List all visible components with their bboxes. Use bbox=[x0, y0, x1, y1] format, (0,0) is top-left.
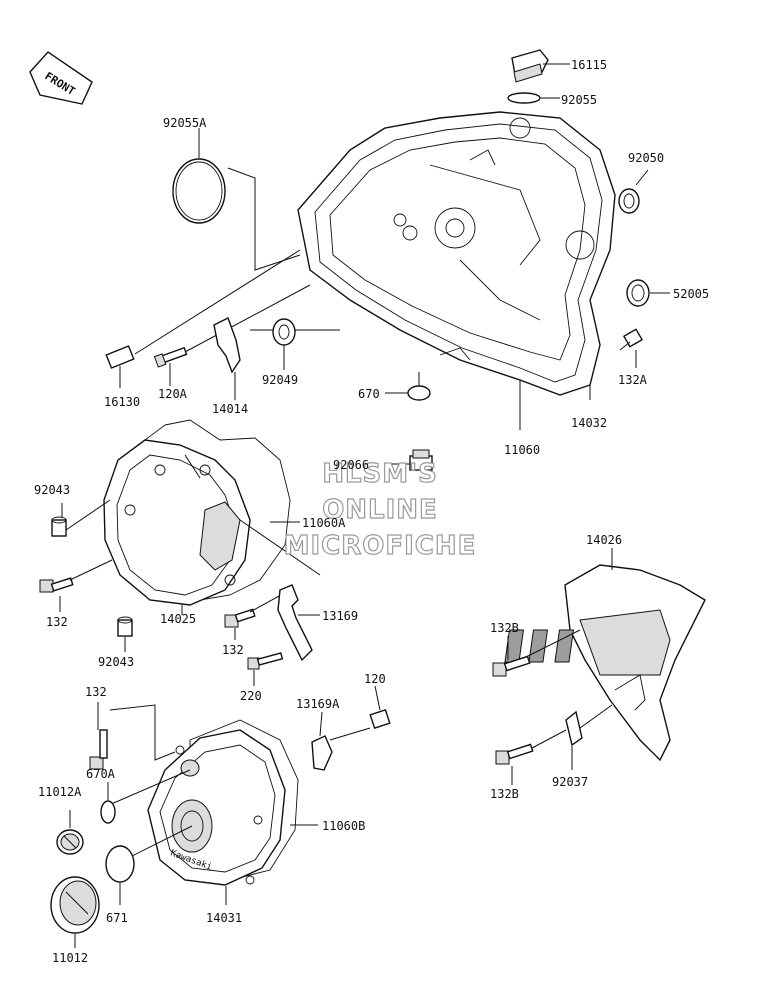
part-label: 11012A bbox=[38, 785, 82, 799]
bolt-132-lower bbox=[89, 702, 176, 770]
oil-seal-92049 bbox=[272, 318, 296, 370]
part-label: 11060B bbox=[322, 819, 365, 833]
part-label: 120 bbox=[364, 672, 386, 686]
bolt-132B-bottom bbox=[495, 729, 567, 785]
bracket-13169A bbox=[311, 711, 333, 771]
part-label: 132 bbox=[222, 643, 244, 657]
dowel-92043-top bbox=[51, 499, 111, 537]
part-label: 670 bbox=[358, 387, 380, 401]
o-ring-92055A bbox=[172, 158, 226, 224]
part-label: 120A bbox=[158, 387, 188, 401]
part-label: 220 bbox=[240, 689, 262, 703]
cap-11012 bbox=[50, 876, 100, 948]
guide-13169 bbox=[277, 584, 320, 662]
part-label: 14025 bbox=[160, 612, 196, 626]
crankcase-cover-14032 bbox=[297, 111, 616, 430]
part-label: 14026 bbox=[586, 533, 622, 547]
part-label: 671 bbox=[106, 911, 128, 925]
front-direction-badge: FRONT bbox=[29, 51, 93, 105]
plug-16130 bbox=[105, 345, 135, 388]
part-label: 14032 bbox=[571, 416, 607, 430]
part-label: 132 bbox=[46, 615, 68, 629]
part-label: 16130 bbox=[104, 395, 140, 409]
dowel-92043-bottom bbox=[117, 616, 133, 652]
part-label: 14031 bbox=[206, 911, 242, 925]
generator-cover-14031: Kawasaki bbox=[147, 719, 318, 905]
plate-14014 bbox=[213, 317, 241, 400]
watermark-line3: MICROFICHE bbox=[284, 531, 477, 561]
watermark-line2: ONLINE bbox=[322, 495, 438, 525]
bolt-132-left bbox=[39, 559, 113, 612]
bolt-220 bbox=[247, 652, 284, 686]
watermark-line1: HLSM'S bbox=[322, 459, 438, 489]
part-label: 92055 bbox=[561, 93, 597, 107]
part-label: 13169A bbox=[296, 697, 340, 711]
part-label: 92055A bbox=[163, 116, 207, 130]
part-label: 92043 bbox=[34, 483, 70, 497]
part-label: 13169 bbox=[322, 609, 358, 623]
o-ring-671 bbox=[105, 845, 135, 883]
part-label: 11060 bbox=[504, 443, 540, 457]
part-label: 132B bbox=[490, 621, 519, 635]
watermark: HLSM'S ONLINE MICROFICHE bbox=[283, 458, 477, 561]
o-ring-670 bbox=[407, 385, 431, 401]
oil-filler-cap bbox=[511, 49, 570, 83]
bolt-132A bbox=[619, 328, 644, 368]
part-label: 11012 bbox=[52, 951, 88, 965]
bolt-120 bbox=[329, 685, 391, 741]
part-labels: 16115 92055 92055A 92050 52005 132A 1613… bbox=[34, 58, 709, 965]
part-label: 132A bbox=[618, 373, 648, 387]
oil-seal-92050 bbox=[618, 169, 649, 214]
clip-92037 bbox=[565, 704, 613, 770]
cap-11012A bbox=[56, 810, 84, 855]
bolt-120A bbox=[153, 346, 188, 386]
part-label: 16115 bbox=[571, 58, 607, 72]
part-label: 92037 bbox=[552, 775, 588, 789]
bolt-132-mid bbox=[224, 589, 291, 640]
bolt-132B-top bbox=[492, 636, 531, 677]
o-ring-92055 bbox=[507, 92, 541, 104]
oil-seal-52005 bbox=[626, 279, 670, 307]
part-label: 132 bbox=[85, 685, 107, 699]
part-label: 92049 bbox=[262, 373, 298, 387]
chain-cover-14026 bbox=[504, 548, 706, 762]
part-label: 132B bbox=[490, 787, 519, 801]
part-label: 14014 bbox=[212, 402, 248, 416]
clutch-cover-14025 bbox=[103, 419, 300, 615]
part-label: 92066 bbox=[333, 458, 369, 472]
part-label: 92050 bbox=[628, 151, 664, 165]
part-label: 11060A bbox=[302, 516, 346, 530]
plug-92066 bbox=[385, 449, 433, 471]
o-ring-670A bbox=[100, 800, 116, 824]
part-label: 52005 bbox=[673, 287, 709, 301]
part-label: 92043 bbox=[98, 655, 134, 669]
part-label: 670A bbox=[86, 767, 116, 781]
